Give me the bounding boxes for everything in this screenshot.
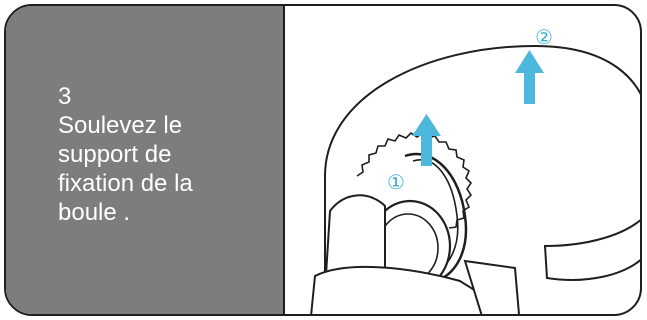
device-illustration: ① ② [285,6,640,314]
marker-one: ① [387,170,405,194]
step-number: 3 [58,82,273,111]
illustration-svg: ① ② [285,6,640,314]
arrow-up-icon [515,50,544,104]
instruction-text-block: 3 Soulevez le support de fixation de la … [58,82,273,227]
marker-two: ② [535,25,553,49]
side-strap [545,216,640,280]
instruction-panel: 3 Soulevez le support de fixation de la … [6,6,285,314]
arrow-up-icon [412,114,441,166]
instruction-text: Soulevez le support de fixation de la bo… [58,111,273,227]
instruction-card: 3 Soulevez le support de fixation de la … [4,4,642,316]
